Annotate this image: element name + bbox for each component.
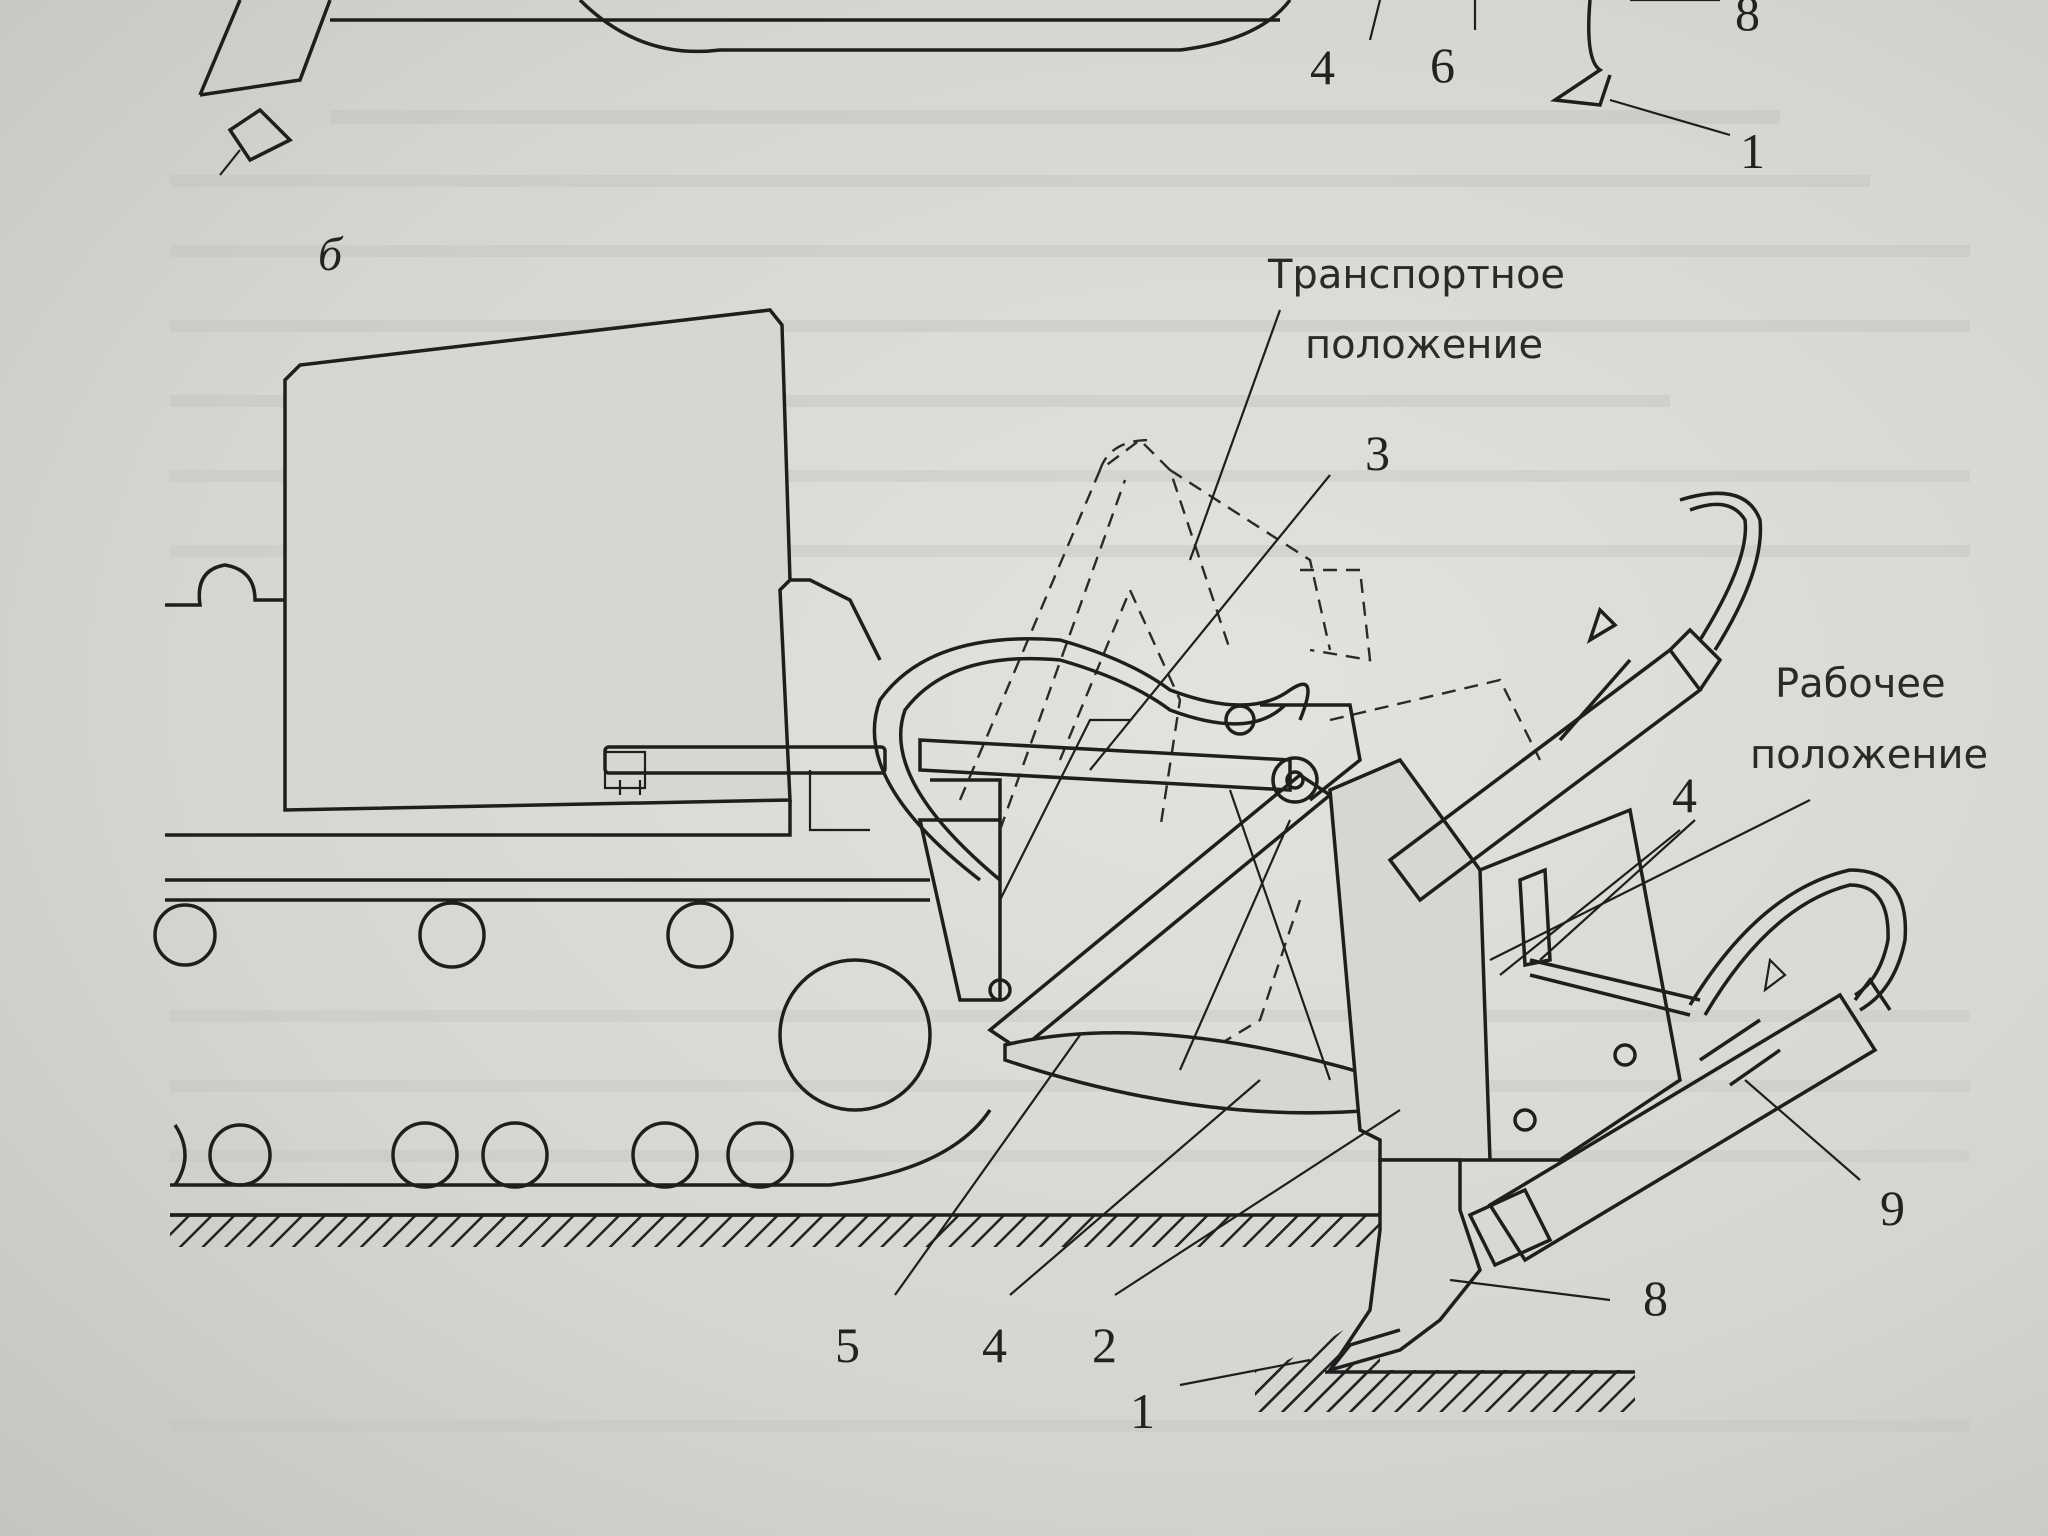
ripper-attachment	[872, 438, 1908, 1373]
part-num-4-lower: 4	[982, 1317, 1007, 1373]
working-label-line1: Рабочее	[1775, 661, 1946, 707]
leader-lines	[894, 309, 1861, 1387]
figure-label: б	[318, 228, 344, 281]
ripper-shank	[1325, 1158, 1482, 1373]
tractor	[153, 308, 992, 1217]
working-label-line2: положение	[1750, 732, 1988, 778]
transport-label-line2: положение	[1305, 322, 1543, 368]
part-num-3: 3	[1365, 425, 1390, 481]
part-num-2: 2	[1092, 1317, 1117, 1373]
top-numbers: 4 6 8 1	[1310, 0, 1765, 179]
transport-position-outline	[958, 438, 1542, 1082]
tractor-cabin	[283, 308, 792, 812]
part-num-5: 5	[835, 1317, 860, 1373]
part-num-8: 8	[1643, 1270, 1668, 1326]
part-num-1: 1	[1130, 1383, 1155, 1439]
hydraulic-cylinder-working	[1467, 868, 1908, 1268]
callout-transport-position: Транспортное положение	[1267, 252, 1565, 368]
top-num-4: 4	[1310, 39, 1335, 95]
transport-label-line1: Транспортное	[1267, 252, 1565, 298]
callout-working-position: Рабочее положение	[1750, 661, 1988, 778]
part-numbers: 3 4 9 8 5 4 2 1	[835, 425, 1905, 1439]
part-num-4-upper: 4	[1672, 767, 1697, 823]
top-num-8: 8	[1735, 0, 1760, 41]
previous-figure-fragment	[198, 0, 1731, 176]
lower-arm	[1003, 1031, 1388, 1115]
part-num-9: 9	[1880, 1180, 1905, 1236]
hydraulic-cylinder-transport	[1387, 491, 1763, 903]
top-num-6: 6	[1430, 37, 1455, 93]
top-num-1: 1	[1740, 123, 1765, 179]
